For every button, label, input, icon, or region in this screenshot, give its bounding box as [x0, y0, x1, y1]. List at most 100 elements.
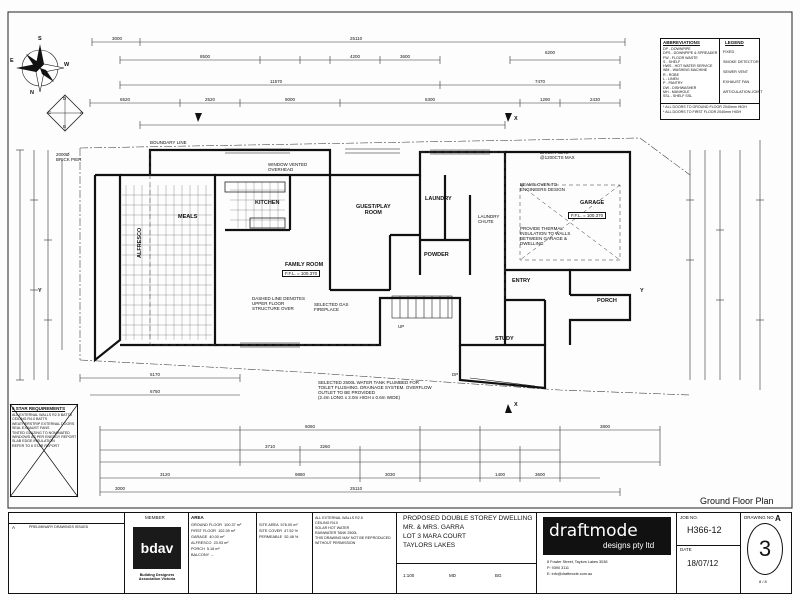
spec-notes: ALL EXTERNAL WALLS R2.5 CEILING R4.0 SOL… — [313, 513, 397, 593]
room-family: FAMILY ROOM — [285, 262, 324, 268]
room-meals: MEALS — [178, 214, 198, 220]
room-laundry: LAUNDRY — [425, 196, 452, 202]
section-key-d: D — [63, 96, 67, 101]
dim-3000-bottom: 3000 — [115, 486, 126, 491]
dim-2430: 2430 — [590, 97, 601, 102]
dim-3260: 3260 — [320, 444, 331, 449]
dim-6200: 6200 — [545, 50, 556, 55]
dim-7470: 7470 — [535, 79, 546, 84]
dim-6300: 6300 — [425, 97, 436, 102]
company-logo: draftmode designs pty ltd — [543, 517, 671, 555]
checked-by: BG — [495, 573, 502, 578]
drawing-border — [7, 11, 793, 509]
dim-1290: 1290 — [540, 97, 551, 102]
section-key-b: B — [63, 124, 67, 129]
address-line-2: TAYLORS LAKES — [403, 542, 456, 549]
note-up: UP — [398, 324, 405, 329]
section-key-c: C — [48, 110, 52, 115]
legend-divider — [719, 39, 720, 103]
member-label: MEMBER — [145, 515, 165, 520]
section-y-right: Y — [640, 288, 644, 294]
dim-6750: 6750 — [150, 389, 161, 394]
drawing-title: Ground Floor Plan — [700, 496, 774, 506]
bottom-dimension-lines — [79, 374, 661, 496]
windows — [225, 148, 536, 387]
sheet-of: 8 / 8 — [759, 579, 767, 584]
note-brick-pier: 2000Ø BRICK PIER — [56, 152, 82, 162]
dim-3030: 3030 — [385, 472, 396, 477]
project-title: PROPOSED DOUBLE STOREY DWELLING — [403, 515, 533, 522]
company-sub: designs pty ltd — [603, 541, 655, 550]
alfresco-tile-grid — [122, 185, 212, 340]
dim-3600: 3600 — [400, 54, 411, 59]
dim-3710: 3710 — [265, 444, 276, 449]
spec-values: ALL EXTERNAL WALLS R2.5 CEILING R4.0 SOL… — [315, 516, 391, 545]
revision-number: A — [12, 525, 16, 530]
company-name: draftmode — [549, 521, 638, 541]
stairs — [391, 295, 453, 319]
dim-overall-bottom: 25110 — [350, 486, 363, 491]
legend-title: LEGEND — [725, 40, 744, 45]
compass-e-label: E — [10, 58, 14, 64]
legend-footer: * ALL DOORS TO GROUND FLOOR 2040mm HIGH … — [663, 105, 747, 114]
dim-9880: 9880 — [295, 472, 306, 477]
abbreviations-title: ABBREVIATIONS — [663, 40, 700, 45]
note-fireplace: SELECTED GAS FIREPLACE — [314, 302, 349, 312]
dim-9000: 9000 — [285, 97, 296, 102]
dim-3600: 3600 — [535, 472, 546, 477]
note-thermal: PROVIDE THERMAL INSULATION TO WALLS BETW… — [520, 226, 571, 246]
left-dimension-lines — [16, 149, 63, 381]
room-powder: POWDER — [424, 252, 449, 258]
star-requirements-body: ALL EXTERNAL WALLS R2.5 BATTS CEILING R4… — [12, 413, 77, 448]
member-logo-cell: MEMBER bdav Building Designers Associati… — [125, 513, 189, 593]
dim-2520: 2520 — [205, 97, 216, 102]
compass-w-label: W — [64, 62, 70, 68]
revision-description: PRELIMINARY DRAWINGS ISSUED — [29, 525, 89, 529]
scale-value: 1:100 — [403, 573, 415, 578]
legend-list: FIXED SMOKE DETECTOR SEWER VENT EXHAUST … — [723, 50, 763, 94]
dim-1400: 1400 — [495, 472, 506, 477]
dim-6060: 6060 — [305, 424, 316, 429]
section-key-diamond — [46, 94, 84, 132]
address-line-1: LOT 3 MARA COURT — [403, 533, 466, 540]
room-guest: GUEST/PLAY ROOM — [356, 204, 391, 216]
kitchen-tile-grid — [224, 181, 286, 229]
bdav-caption: Building Designers Association Victoria — [138, 573, 176, 581]
title-block: A PRELIMINARY DRAWINGS ISSUED MEMBER bda… — [8, 512, 792, 594]
room-entry: ENTRY — [512, 278, 531, 284]
job-cell: JOB NO. H366-12 DATE 18/07/12 — [677, 513, 741, 593]
job-label: JOB NO. — [680, 515, 699, 520]
date-label: DATE — [680, 547, 692, 552]
note-window: WINDOW VENTED OVERHEAD — [268, 162, 308, 172]
upper-floor-outline — [149, 150, 506, 346]
note-beams: BEAMS OVER TO ENGINEERS DESIGN — [520, 182, 566, 192]
sheet-cell: DRAWING NO. A 3 8 / 8 — [741, 513, 791, 593]
note-dp: DP — [452, 372, 459, 377]
dim-3800: 3800 — [600, 424, 611, 429]
area-table: AREA GROUND FLOOR 100.37 m² FIRST FLOOR … — [189, 513, 257, 593]
revision-table: A PRELIMINARY DRAWINGS ISSUED — [9, 513, 125, 593]
boundary-lines — [79, 137, 691, 396]
compass-n-label: S — [38, 36, 42, 42]
room-kitchen: KITCHEN — [255, 200, 280, 206]
dim-overall-top: 25110 — [350, 36, 363, 41]
client-name: MR. & MRS. GARRA — [403, 524, 465, 531]
dim-6520: 6520 — [120, 97, 131, 102]
right-dimension-lines — [686, 140, 764, 390]
dim-8500: 8500 — [200, 54, 211, 59]
area-title: AREA — [191, 515, 204, 520]
site-cover-values: SITE AREA 576.00 m² SITE COVER 47.52 % P… — [259, 523, 299, 539]
section-y-left: Y — [38, 288, 42, 294]
dim-3120: 3120 — [160, 472, 171, 477]
compass-rose — [16, 44, 65, 93]
date-value: 18/07/12 — [687, 559, 719, 568]
star-requirements-title: 6 STAR REQUIREMENTS — [12, 406, 66, 411]
company-cell: draftmode designs pty ltd 8 Fowler Stree… — [537, 513, 677, 593]
project-cell: PROPOSED DOUBLE STOREY DWELLING MR. & MR… — [397, 513, 537, 593]
room-porch: PORCH — [597, 298, 617, 304]
dim-11570: 11570 — [270, 79, 283, 84]
section-key-a: A — [80, 110, 84, 115]
star-requirements-box: 6 STAR REQUIREMENTS ALL EXTERNAL WALLS R… — [10, 404, 78, 497]
job-number: H366-12 — [687, 525, 722, 535]
